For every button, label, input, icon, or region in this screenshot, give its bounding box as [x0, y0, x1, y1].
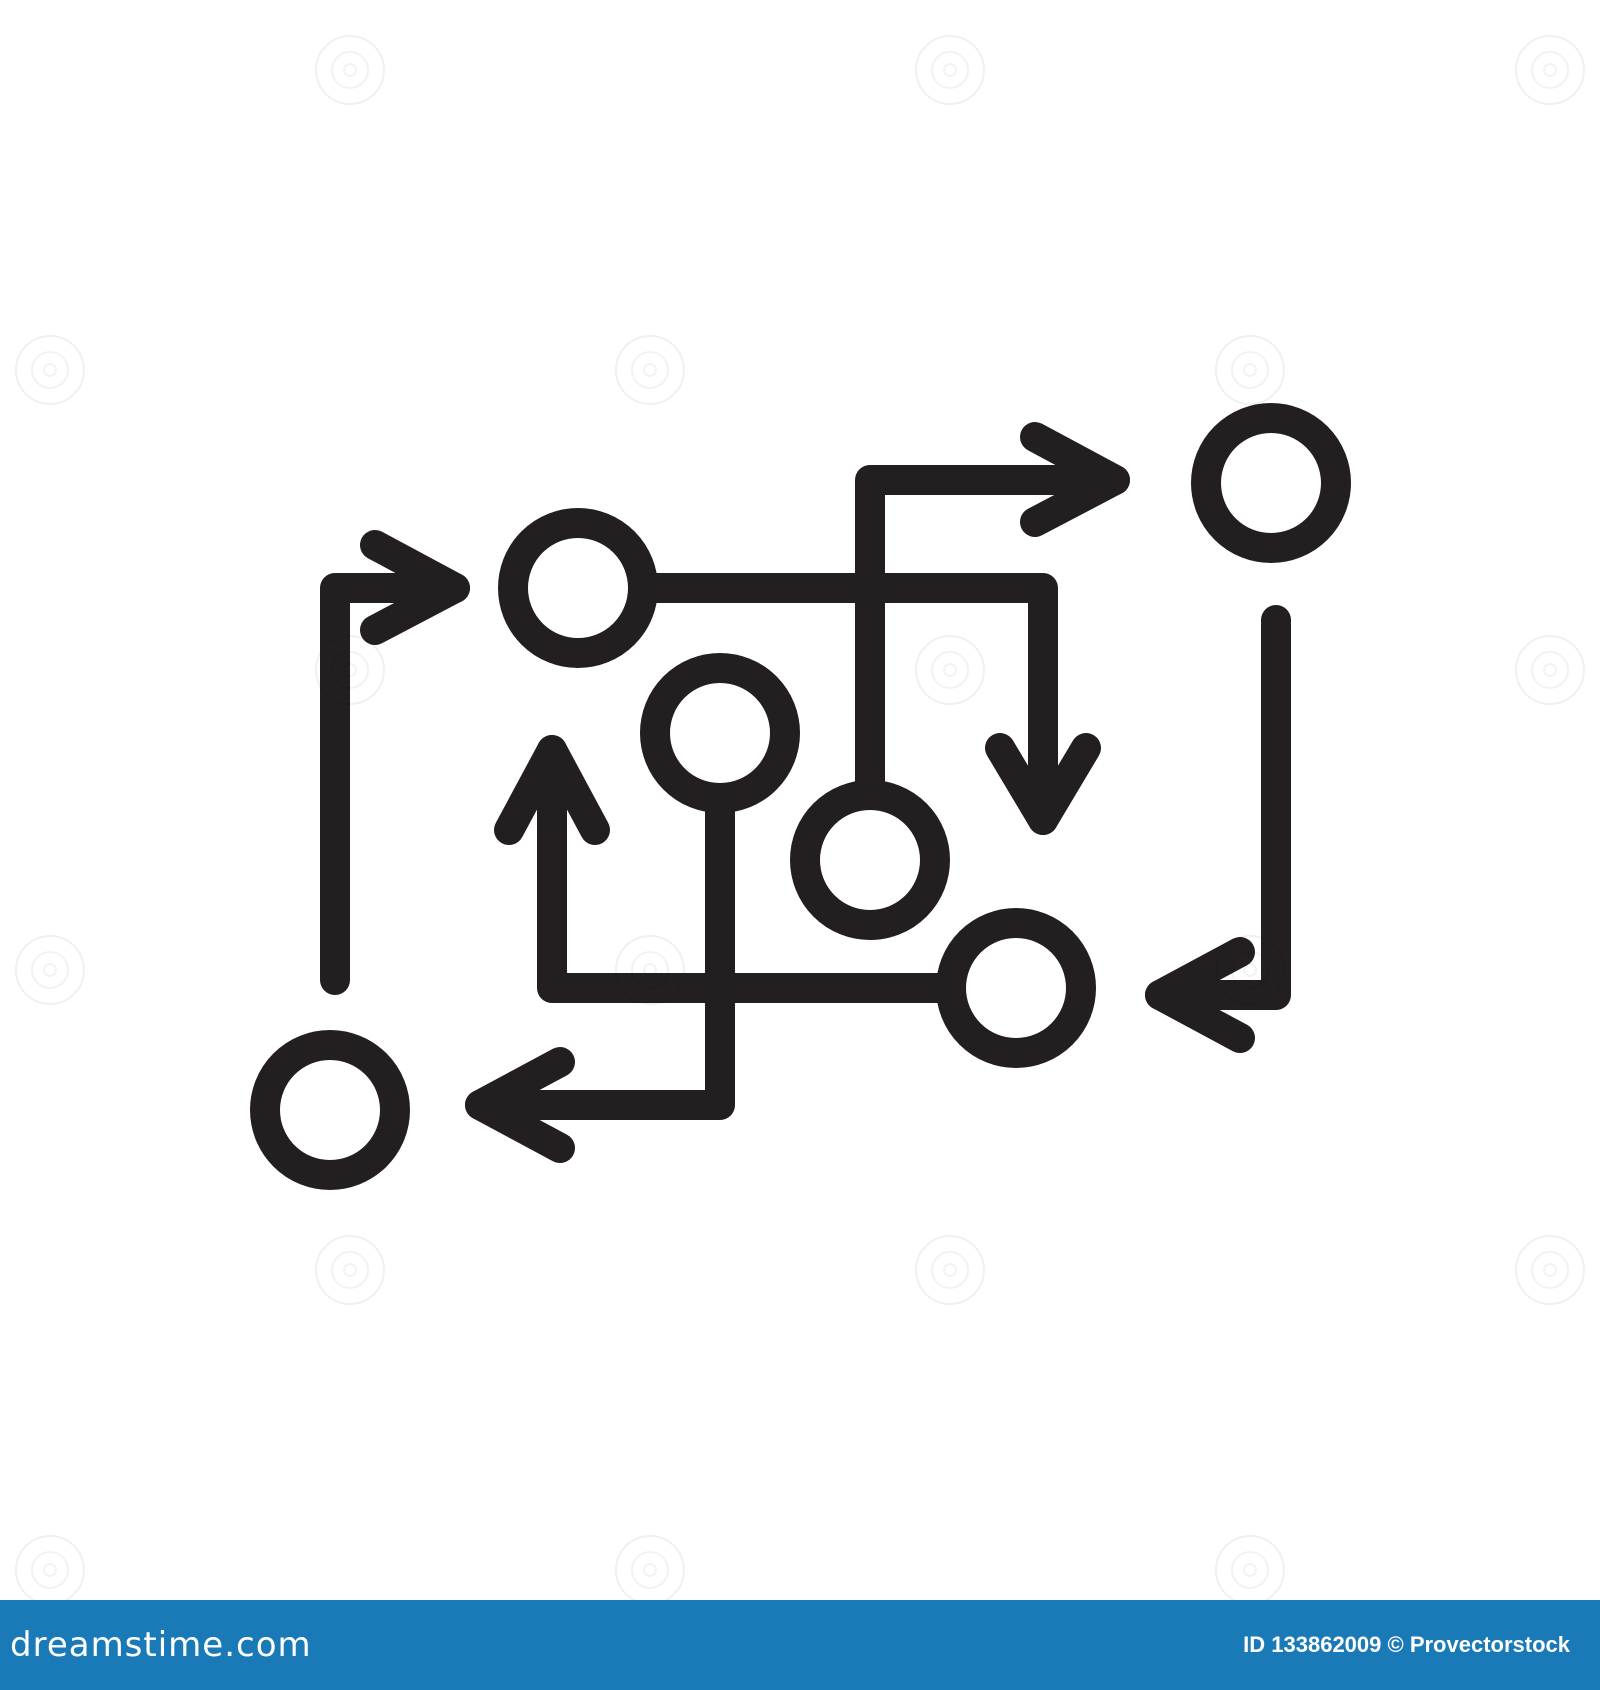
node-circle-center [790, 780, 950, 940]
footer-bar: dreamstime.com ID 133862009 © Provectors… [0, 1600, 1600, 1690]
arrow-line-right [1145, 605, 1291, 1010]
image-credit: ID 133862009 © Provectorstock [1243, 1632, 1570, 1657]
arrow-line-left [320, 573, 470, 995]
connector-right-to-up-arrow [537, 735, 966, 1003]
node-circle-center-top [640, 653, 800, 813]
arrow-head-left-icon [465, 1047, 575, 1163]
node-circle-top-right [1191, 403, 1351, 563]
node-circle-right-middle [936, 908, 1096, 1068]
arrow-head-right-icon [1020, 422, 1130, 537]
node-circle-bottom-left [250, 1030, 410, 1190]
icon-canvas [15, 35, 1585, 1605]
workflow-process-icon [250, 403, 1351, 1190]
arrow-head-left-icon [1145, 937, 1255, 1053]
arrow-head-up-icon [494, 735, 610, 845]
connector-center-down-left [465, 783, 735, 1120]
arrow-head-right-icon [360, 530, 470, 645]
dreamstime-logo: dreamstime.com [10, 1625, 312, 1665]
connector-center-up-right [855, 465, 1130, 810]
connector-top-to-down-arrow [628, 573, 1058, 835]
node-circle-top-left [498, 508, 658, 668]
arrow-head-down-icon [985, 733, 1101, 835]
